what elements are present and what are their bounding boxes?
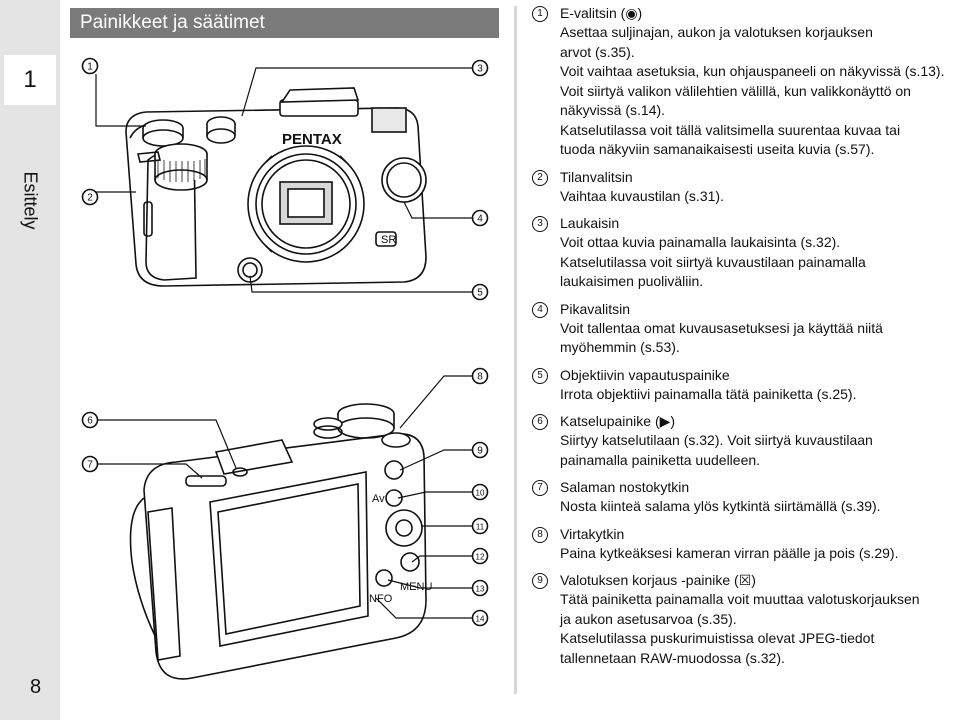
item-number: 6 (532, 414, 548, 430)
callout-10: 10 (471, 483, 489, 501)
svg-text:8: 8 (477, 372, 483, 383)
item-shutter-release: 3 Laukaisin Voit ottaa kuvia painamalla … (532, 214, 952, 292)
item-number: 5 (532, 367, 548, 384)
svg-text:3: 3 (477, 64, 483, 75)
callout-12: 12 (471, 547, 489, 565)
item-line: Tätä painiketta painamalla voit muuttaa … (560, 591, 920, 607)
item-title: Virtakytkin (560, 525, 625, 542)
callout-3: 3 (471, 59, 489, 77)
svg-text:11: 11 (476, 523, 485, 532)
item-flash-switch: 7 Salaman nostokytkin Nosta kiinteä sala… (532, 478, 952, 517)
item-title: Katselupainike (▶) (560, 413, 676, 429)
item-line: Voit ottaa kuvia painamalla laukaisinta … (560, 234, 841, 250)
svg-text:7: 7 (87, 460, 93, 471)
info-label: INFO (366, 593, 393, 605)
item-line: Voit siirtyä valikon välilehtien välillä… (560, 82, 911, 99)
item-title: Pikavalitsin (560, 300, 631, 317)
callout-13: 13 (471, 579, 489, 597)
svg-text:5: 5 (477, 288, 483, 299)
callout-4: 4 (471, 209, 489, 227)
callout-11: 11 (471, 517, 489, 535)
item-lens-release: 5 Objektiivin vapautuspainike Irrota obj… (532, 366, 952, 405)
item-line: Vaihtaa kuvaustilan (s.31). (560, 187, 724, 204)
item-line: painamalla painiketta uudelleen. (560, 451, 761, 468)
item-line: ja aukon asetusarvoa (s.35). (560, 610, 737, 627)
callout-9: 9 (471, 441, 489, 459)
item-number: 9 (532, 573, 548, 589)
item-number: 8 (532, 526, 548, 543)
svg-text:2: 2 (87, 193, 93, 204)
item-line: myöhemmin (s.53). (560, 339, 680, 355)
chapter-number: 1 (4, 55, 56, 105)
item-line: Siirtyy katselutilaan (s.32). Voit siirt… (560, 432, 873, 448)
section-title: Painikkeet ja säätimet (80, 12, 265, 33)
item-line: Katselutilassa voit siirtyä kuvaustilaan… (560, 253, 866, 270)
item-number: 7 (532, 480, 548, 496)
svg-text:1: 1 (87, 62, 93, 73)
callout-7: 7 (81, 455, 99, 473)
item-line: Katselutilassa puskurimuistissa olevat J… (560, 630, 875, 646)
av-label: Av (372, 493, 385, 505)
item-line: Voit vaihtaa asetuksia, kun ohjauspaneel… (560, 63, 945, 79)
description-list: 1 E-valitsin (◉) Asettaa suljinajan, auk… (532, 4, 952, 676)
item-number: 3 (532, 216, 548, 232)
item-playback-button: 6 Katselupainike (▶) Siirtyy katselutila… (532, 412, 952, 470)
item-line: tuoda näkyviin samanaikaisesti useita ku… (560, 141, 875, 157)
item-e-dial: 1 E-valitsin (◉) Asettaa suljinajan, auk… (532, 4, 952, 160)
item-title: Salaman nostokytkin (560, 479, 690, 495)
brand-logo: PENTAX (282, 131, 342, 148)
item-number: 4 (532, 301, 548, 318)
callout-14: 14 (471, 609, 489, 627)
callout-5: 5 (471, 283, 489, 301)
item-mode-dial: 2 Tilanvalitsin Vaihtaa kuvaustilan (s.3… (532, 168, 952, 207)
camera-back-view: Av INFO MENU (129, 403, 432, 680)
side-strip (0, 0, 60, 720)
leader-lines (95, 67, 472, 619)
callout-6: 6 (81, 411, 99, 429)
camera-illustration: SR PENTAX Av INFO MENU (81, 57, 489, 680)
callouts: 1 2 3 4 5 6 7 8 9 10 11 12 13 14 (81, 57, 489, 627)
svg-text:10: 10 (476, 489, 485, 498)
item-line: Voit tallentaa omat kuvausasetuksesi ja … (560, 319, 883, 336)
item-power-switch: 8 Virtakytkin Paina kytkeäksesi kameran … (532, 525, 952, 564)
svg-text:12: 12 (476, 553, 485, 562)
item-line: tallennetaan RAW-muodossa (s.32). (560, 649, 785, 666)
callout-8: 8 (471, 367, 489, 385)
svg-text:9: 9 (477, 446, 483, 457)
page-number: 8 (30, 676, 42, 698)
callout-1: 1 (81, 57, 99, 75)
item-exposure-compensation: 9 Valotuksen korjaus -painike (☒) Tätä p… (532, 571, 952, 668)
item-quick-dial: 4 Pikavalitsin Voit tallentaa omat kuvau… (532, 300, 952, 358)
item-line: Nosta kiinteä salama ylös kytkintä siirt… (560, 498, 881, 514)
camera-front-view: SR PENTAX (125, 87, 427, 287)
sr-badge: SR (381, 234, 396, 246)
section-header: Painikkeet ja säätimet (70, 8, 499, 38)
chapter-label: Esittely (10, 171, 50, 229)
item-title: Valotuksen korjaus -painike (☒) (560, 572, 756, 588)
svg-text:6: 6 (87, 416, 93, 427)
item-line: arvot (s.35). (560, 43, 635, 60)
item-line: laukaisimen puoliväliin. (560, 273, 704, 289)
item-line: näkyvissä (s.14). (560, 102, 666, 118)
item-line: Katselutilassa voit tällä valitsimella s… (560, 121, 901, 138)
callout-2: 2 (81, 188, 99, 206)
item-number: 2 (532, 169, 548, 186)
item-line: Irrota objektiivi painamalla tätä painik… (560, 385, 857, 402)
item-line: Asettaa suljinajan, aukon ja valotuksen … (560, 24, 873, 40)
item-title: Objektiivin vapautuspainike (560, 366, 730, 383)
chapter-label-text: Esittely (20, 170, 41, 230)
item-line: Paina kytkeäksesi kameran virran päälle … (560, 544, 899, 561)
column-divider (514, 6, 517, 694)
item-number: 1 (532, 6, 548, 22)
item-title: Laukaisin (560, 215, 620, 231)
svg-text:4: 4 (477, 214, 483, 225)
item-title: E-valitsin (◉) (560, 5, 643, 21)
svg-text:13: 13 (476, 585, 485, 594)
item-title: Tilanvalitsin (560, 168, 633, 185)
svg-text:14: 14 (476, 615, 485, 624)
